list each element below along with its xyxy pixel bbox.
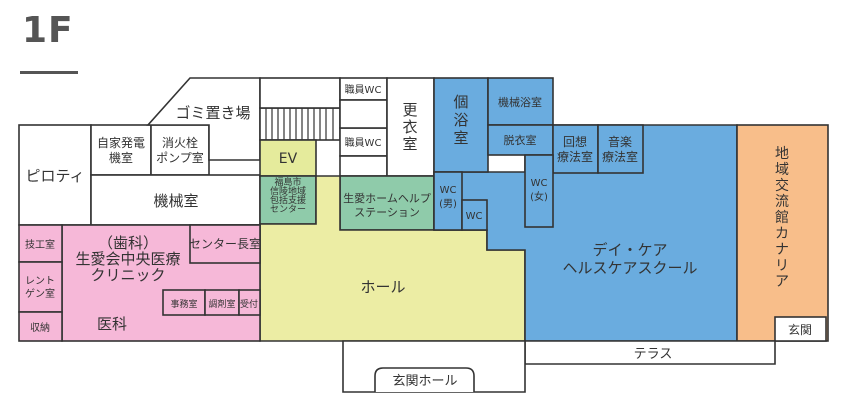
xray-room[interactable] [18, 261, 63, 313]
changing-room-label: 衣 [402, 118, 417, 136]
staff-wc-top-label: 職員WC [345, 84, 382, 96]
office-label: 事務室 [170, 298, 197, 310]
xray-room-label: レント [25, 276, 55, 287]
stairs-steps [265, 108, 334, 140]
hydrant-pump-room[interactable] [150, 124, 210, 176]
floor-label: 1F [22, 10, 74, 51]
entrance-hall-mat[interactable] [374, 367, 475, 392]
day-care-label: ヘルスケアスクール [562, 259, 697, 277]
helper-station-label: ステーション [354, 206, 420, 219]
changing-room-label: 更 [402, 101, 417, 119]
individual-bath-label: 浴 [453, 111, 468, 129]
machine-bath[interactable] [487, 77, 554, 126]
clinic-label: クリニック [90, 266, 165, 284]
reminiscence-room-label: 回想 [563, 134, 587, 149]
day-care-label: デイ・ケア [592, 241, 667, 259]
dressing-room[interactable] [487, 124, 554, 156]
community-hall-label: 流 [775, 194, 789, 210]
wc[interactable] [461, 199, 488, 231]
tech-room[interactable] [18, 224, 63, 263]
support-center-label: 福島市 [274, 176, 301, 188]
office[interactable] [162, 289, 206, 316]
floor-label-underline [20, 71, 78, 74]
individual-bath-label: 個 [453, 93, 468, 111]
center-director-room-label: センター長室 [189, 236, 261, 251]
staff-area [339, 99, 388, 129]
entrance-hall-label: 玄関ホール [392, 374, 457, 389]
community-hall-label: 地 [775, 146, 789, 162]
community-hall-label: カ [775, 226, 789, 242]
helper-station-label: 生愛ホームヘルプ [343, 191, 431, 205]
community-hall-label: ナ [775, 242, 789, 258]
machine-bath-label: 機械浴室 [498, 95, 542, 109]
piloti-room[interactable] [18, 124, 92, 226]
community-hall-label: 交 [775, 177, 789, 194]
music-room[interactable] [597, 124, 644, 174]
community-hall-label: 館 [775, 209, 789, 226]
wc-male-label: (男) [439, 198, 457, 210]
dressing-room-label: 脱衣室 [504, 133, 537, 147]
internal-medicine-label: 医科 [97, 315, 127, 333]
hydrant-pump-room-label: 消火栓 [162, 135, 198, 150]
center-director-room[interactable] [189, 224, 261, 264]
music-room-label: 療法室 [602, 149, 638, 164]
community-hall-label: 域 [775, 162, 789, 178]
reminiscence-room-label: 療法室 [557, 149, 593, 164]
private-generator-room[interactable] [90, 124, 152, 176]
ev-label: EV [279, 151, 298, 167]
wc-male-label: WC [440, 185, 457, 196]
entrance-right[interactable] [774, 316, 827, 342]
pharmacy[interactable] [204, 289, 240, 316]
private-generator-room-label: 機室 [109, 150, 133, 165]
upper-corridor [259, 77, 341, 109]
wc-female-label: (女) [530, 190, 548, 203]
helper-station[interactable] [339, 175, 435, 231]
wc-female[interactable] [524, 154, 554, 228]
hydrant-pump-room-label: ポンプ室 [156, 150, 204, 165]
piloti-label: ピロティ [25, 167, 84, 185]
support-center-label: 信陵地域 [270, 185, 306, 197]
reception[interactable] [238, 289, 261, 316]
machine-room-label: 機械室 [153, 192, 198, 210]
garbage-area-label: ゴミ置き場 [175, 104, 250, 122]
individual-bath-label: 室 [453, 129, 468, 147]
support-center-label: センター [270, 204, 306, 215]
changing-room-label: 室 [402, 135, 417, 153]
community-hall-label: ア [775, 274, 789, 290]
support-center[interactable] [259, 175, 317, 225]
wc-female-label: WC [531, 178, 548, 189]
wc-male[interactable] [433, 171, 463, 231]
community-hall-label: リ [775, 258, 789, 274]
private-generator-room-label: 自家発電 [97, 135, 145, 150]
xray-room-label: ゲン室 [25, 287, 55, 300]
clinic-label: （歯科） [98, 234, 158, 252]
staff-lower [339, 155, 388, 177]
entrance-right-label: 玄関 [788, 322, 812, 337]
storage-label: 収納 [30, 321, 50, 334]
tech-room-label: 技工室 [25, 238, 55, 251]
clinic-label: 生愛会中央医療 [75, 250, 180, 268]
storage[interactable] [18, 311, 63, 342]
staff-wc-mid-label: 職員WC [345, 137, 382, 149]
music-room-label: 音楽 [608, 134, 632, 149]
changing-room[interactable] [386, 77, 435, 177]
pharmacy-label: 調剤室 [208, 298, 235, 310]
hall-label: ホール [360, 278, 405, 296]
community-hall[interactable] [736, 124, 829, 342]
terrace-label: テラス [634, 347, 673, 362]
support-center-label: 包括支援 [270, 194, 306, 206]
reception-label: 受付 [240, 298, 258, 310]
wc-label: WC [466, 211, 483, 222]
reminiscence-room[interactable] [552, 124, 599, 174]
